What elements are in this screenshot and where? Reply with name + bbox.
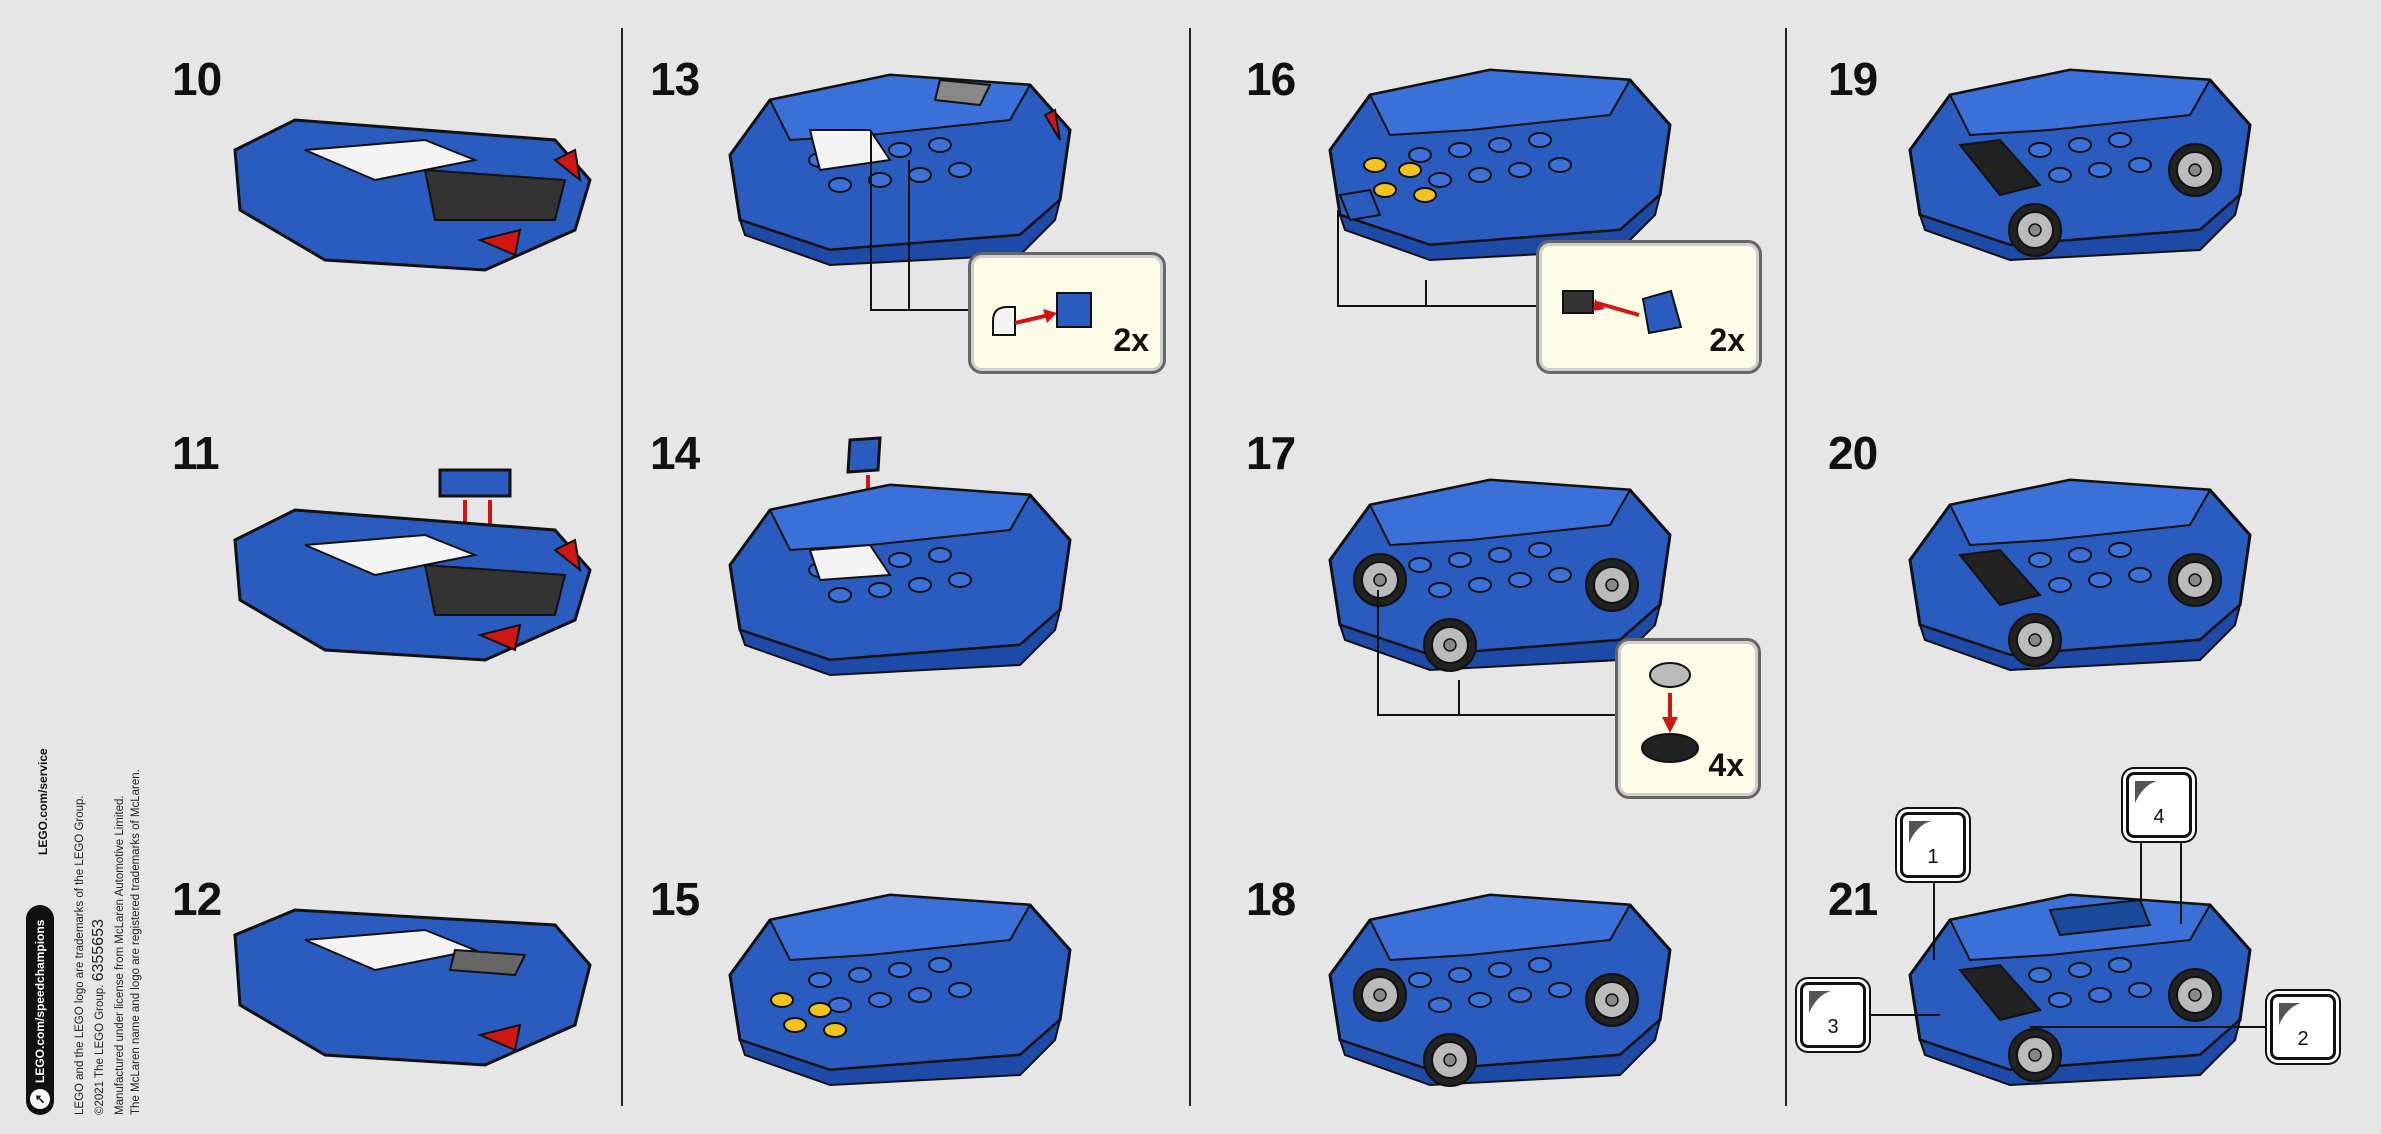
leader-line <box>1425 280 1427 306</box>
sticker-number: 4 <box>2153 806 2165 828</box>
build-illustration-step-16 <box>1328 68 1672 262</box>
sticker-icon <box>1809 991 1831 1013</box>
sticker-number: 1 <box>1927 846 1939 868</box>
legal-info: ➚ LEGO.com/speedchampions LEGO.com/servi… <box>12 715 142 1115</box>
sticker-icon <box>1909 821 1931 843</box>
leader-line <box>2140 842 2142 902</box>
build-illustration-step-20 <box>1908 478 2252 672</box>
step-number: 13 <box>650 53 700 105</box>
step-number: 18 <box>1246 873 1296 925</box>
build-illustration-step-15 <box>728 893 1072 1087</box>
legal-line-2: ©2021 The LEGO Group. 6355653 <box>90 919 108 1115</box>
step-number: 21 <box>1828 873 1878 925</box>
quantity-label: 2x <box>1113 322 1149 358</box>
build-illustration-step-14 <box>728 436 1072 677</box>
leader-line <box>1337 210 1339 306</box>
parts-callout-step-16: 2x <box>1536 240 1762 374</box>
quantity-label: 2x <box>1709 322 1745 358</box>
column-divider <box>621 28 623 1106</box>
sticker-icon <box>2135 781 2157 803</box>
speedchampions-url: LEGO.com/speedchampions <box>33 919 47 1083</box>
arrow-icon: ➚ <box>30 1089 50 1109</box>
step-number: 11 <box>172 427 220 479</box>
parts-callout-step-17: 4x <box>1615 638 1761 799</box>
build-illustration-step-19 <box>1908 68 2252 262</box>
copyright-text: ©2021 The LEGO Group. <box>94 984 106 1115</box>
build-illustration-step-10 <box>233 118 592 272</box>
leader-line <box>1377 590 1379 715</box>
leader-line <box>1337 305 1537 307</box>
leader-line <box>870 309 970 311</box>
quantity-label: 4x <box>1708 747 1744 783</box>
step-number: 20 <box>1828 427 1878 479</box>
sticker-icon <box>2279 1003 2301 1025</box>
leader-line <box>1933 878 1935 960</box>
build-illustration-step-12 <box>233 908 592 1067</box>
build-illustration-step-21 <box>1908 893 2252 1087</box>
step-number: 14 <box>650 427 700 479</box>
product-code: 6355653 <box>90 919 107 982</box>
build-illustration-step-11 <box>233 468 592 662</box>
step-number: 10 <box>172 53 222 105</box>
column-divider <box>1189 28 1191 1106</box>
sticker-number: 2 <box>2297 1028 2309 1050</box>
leader-line <box>870 130 872 310</box>
sticker-marker: 1 <box>1900 812 1966 878</box>
speedchampions-link[interactable]: ➚ LEGO.com/speedchampions <box>26 905 54 1115</box>
leader-line <box>1870 1014 1940 1016</box>
service-link[interactable]: LEGO.com/service <box>36 748 50 855</box>
leader-line <box>908 160 910 310</box>
column-divider <box>1785 28 1787 1106</box>
step-number: 15 <box>650 873 700 925</box>
leader-line <box>1458 680 1460 715</box>
sticker-marker: 4 <box>2126 772 2192 838</box>
step-number: 19 <box>1828 53 1878 105</box>
leader-line <box>1377 714 1617 716</box>
parts-callout-step-13: 2x <box>968 252 1166 374</box>
step-number: 17 <box>1246 427 1296 479</box>
sticker-marker: 2 <box>2270 994 2336 1060</box>
legal-line-3: Manufactured under license from McLaren … <box>114 795 126 1115</box>
step-number: 16 <box>1246 53 1296 105</box>
legal-line-4: The McLaren name and logo are registered… <box>130 769 142 1115</box>
part-illustration <box>1641 662 1699 763</box>
build-illustration-step-18 <box>1328 893 1672 1087</box>
leader-line <box>2030 1026 2265 1028</box>
step-number: 12 <box>172 873 222 925</box>
part-illustration <box>992 292 1092 336</box>
part-illustration <box>1562 289 1683 335</box>
sticker-number: 3 <box>1827 1016 1839 1038</box>
legal-line-1: LEGO and the LEGO logo are trademarks of… <box>74 795 86 1115</box>
sticker-marker: 3 <box>1800 982 1866 1048</box>
leader-line <box>2180 842 2182 924</box>
